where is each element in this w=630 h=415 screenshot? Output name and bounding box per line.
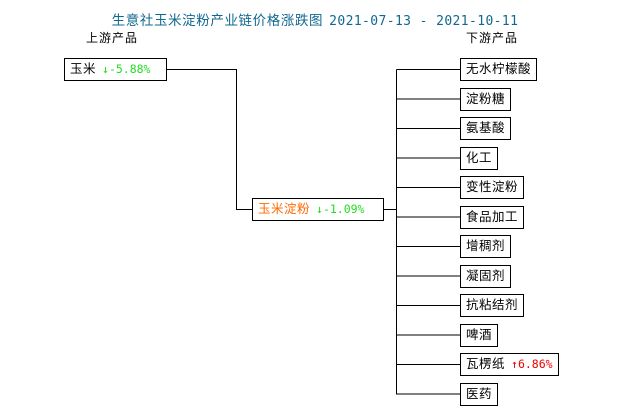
node-label: 玉米 (70, 61, 97, 76)
node-label: 无水柠檬酸 (466, 61, 532, 76)
node-label: 变性淀粉 (466, 179, 519, 194)
date-range-label: 2021-07-13 - 2021-10-11 (329, 14, 519, 29)
node-downstream-12[interactable]: 医药 (460, 382, 499, 406)
node-label: 啤酒 (466, 326, 493, 342)
node-label: 玉米淀粉 (258, 201, 311, 216)
node-label: 瓦楞纸 (466, 356, 506, 371)
downstream-column-header: 下游产品 (466, 31, 519, 45)
node-downstream-11[interactable]: 瓦楞纸 ↑6.86% (460, 353, 559, 376)
node-downstream-7[interactable]: 增稠剂 (460, 235, 512, 258)
node-downstream-1[interactable]: 无水柠檬酸 (460, 58, 538, 81)
node-downstream-2[interactable]: 淀粉糖 (460, 87, 512, 111)
node-change-value: ↓-1.09% (316, 202, 365, 216)
upstream-column-header: 上游产品 (86, 31, 139, 45)
node-label: 增稠剂 (466, 238, 506, 253)
node-downstream-5[interactable]: 变性淀粉 (460, 176, 525, 199)
node-downstream-4[interactable]: 化工 (460, 146, 499, 170)
node-label: 医药 (466, 385, 493, 401)
node-downstream-3[interactable]: 氨基酸 (460, 117, 512, 140)
node-label: 食品加工 (466, 208, 519, 224)
node-label: 氨基酸 (466, 120, 506, 135)
page-title: 生意社玉米淀粉产业链价格涨跌图 (111, 13, 324, 29)
node-upstream-corn[interactable]: 玉米 ↓-5.88% (64, 58, 167, 81)
node-downstream-8[interactable]: 凝固剂 (460, 264, 512, 288)
node-label: 淀粉糖 (466, 90, 506, 106)
node-root-corn-starch[interactable]: 玉米淀粉 ↓-1.09% (252, 198, 384, 221)
node-change-value: ↑6.86% (511, 357, 553, 371)
node-label: 凝固剂 (466, 267, 506, 283)
node-downstream-6[interactable]: 食品加工 (460, 205, 525, 229)
node-label: 化工 (466, 149, 493, 165)
chart-title-bar: 生意社玉米淀粉产业链价格涨跌图 2021-07-13 - 2021-10-11 (0, 9, 630, 29)
node-downstream-10[interactable]: 啤酒 (460, 323, 499, 347)
node-label: 抗粘结剂 (466, 297, 519, 312)
node-downstream-9[interactable]: 抗粘结剂 (460, 294, 525, 317)
node-change-value: ↓-5.88% (102, 62, 151, 76)
